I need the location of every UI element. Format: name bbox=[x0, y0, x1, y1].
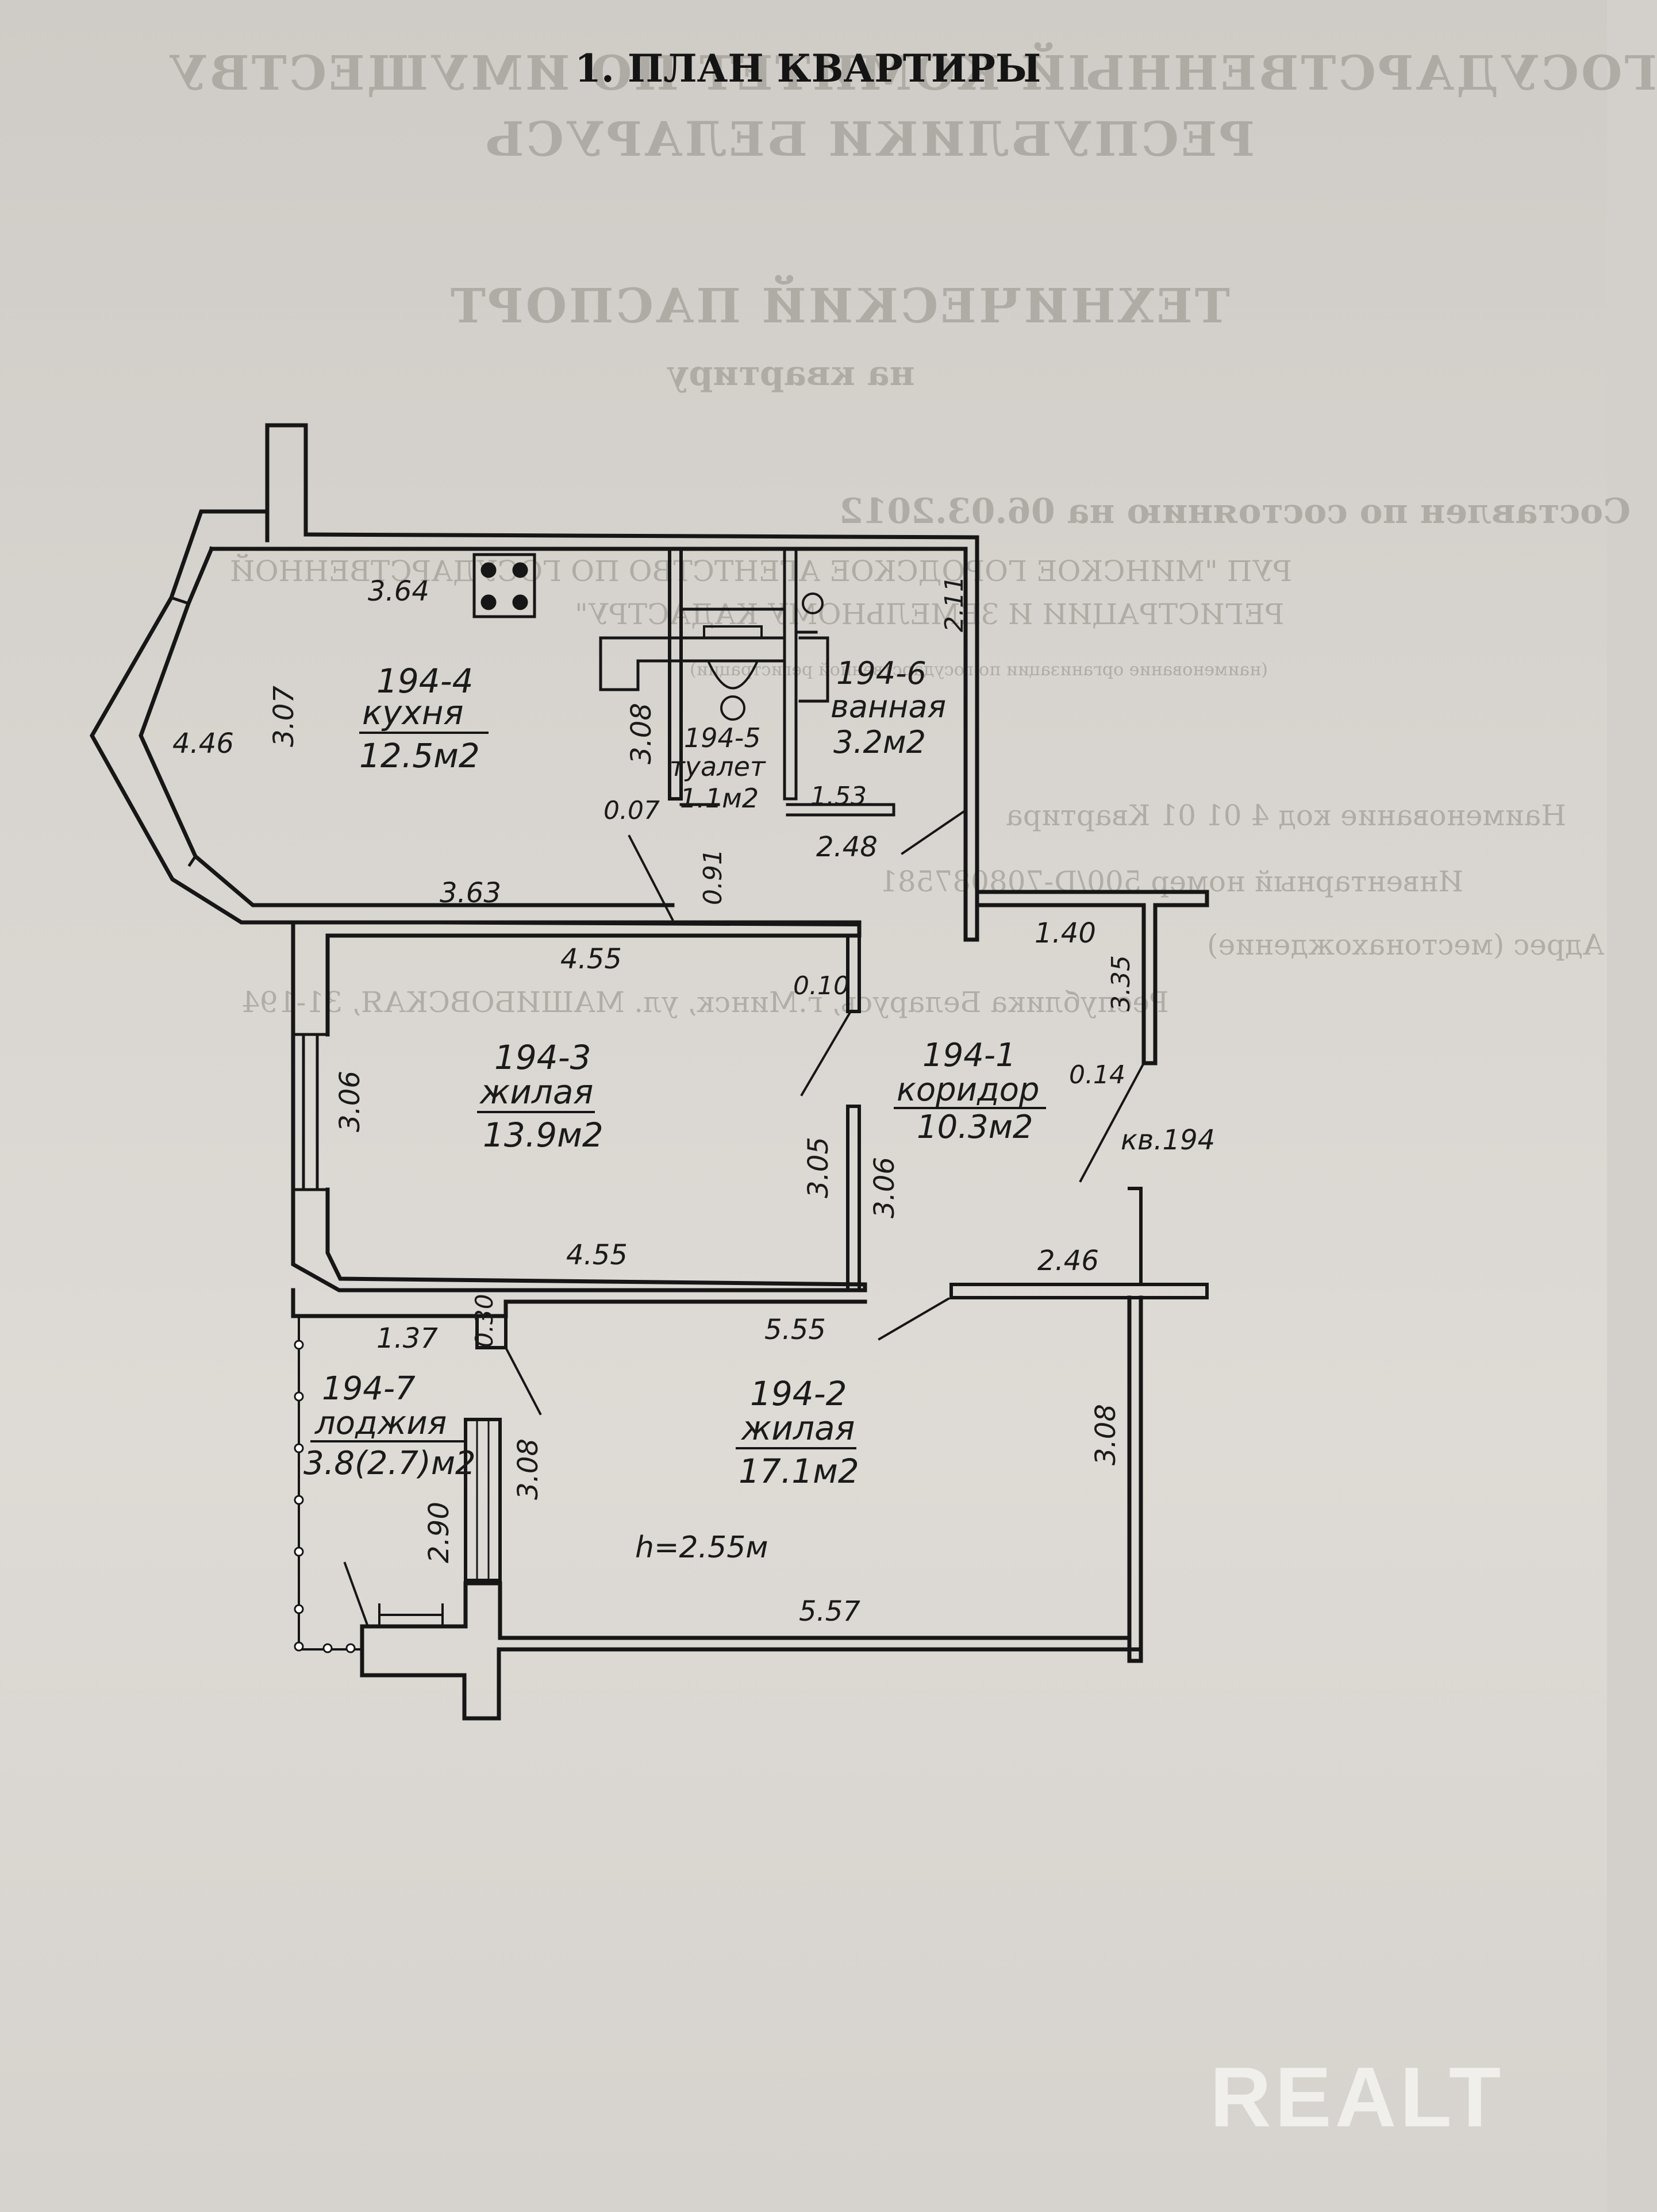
dim-wc-height: 3.08 bbox=[625, 703, 658, 764]
room-194-5-type: туалет bbox=[670, 751, 766, 782]
room-194-7-type: лоджия bbox=[314, 1405, 447, 1442]
wc-toilet-tank bbox=[703, 625, 763, 639]
room-194-6-area: 3.2м2 bbox=[833, 724, 926, 760]
wall-bath-right bbox=[963, 535, 979, 942]
dimension-labels: 3.64 4.46 3.07 3.63 3.08 0.07 0.91 2.11 … bbox=[172, 575, 1136, 1628]
apartment-number: кв.194 bbox=[1121, 1124, 1215, 1156]
room-194-4-area: 12.5м2 bbox=[359, 736, 480, 775]
loggia-door-swing bbox=[343, 1561, 370, 1628]
dim-kitchen-left: 4.46 bbox=[172, 728, 234, 760]
room-194-5-area: 1.1м2 bbox=[680, 783, 759, 814]
ceiling-height: h=2.55м bbox=[635, 1530, 768, 1565]
wall-room2-top-left bbox=[291, 1288, 867, 1318]
wall-room2-top-right bbox=[949, 1283, 1209, 1299]
room-194-1-area: 10.3м2 bbox=[917, 1109, 1033, 1146]
page-title: 1. ПЛАН КВАРТИРЫ bbox=[575, 46, 1041, 91]
wall-wc-bottom bbox=[679, 803, 895, 817]
dim-loggia-width: 1.37 bbox=[376, 1322, 438, 1355]
room-194-2-id: 194-2 bbox=[750, 1374, 847, 1413]
door-bath-swing bbox=[901, 809, 967, 855]
dim-room2-top: 5.55 bbox=[764, 1314, 826, 1346]
loggia-glazing-dots bbox=[294, 1340, 356, 1653]
wall-bay-inner bbox=[139, 546, 675, 907]
room-194-3-type: жилая bbox=[479, 1072, 593, 1111]
loggia-glazing bbox=[298, 1318, 363, 1651]
room-194-7-id: 194-7 bbox=[322, 1370, 416, 1407]
dim-kitchen-bottom: 3.63 bbox=[440, 877, 501, 909]
dim-kitchen-top: 3.64 bbox=[368, 575, 429, 607]
dim-bath-width: 1.53 bbox=[810, 782, 867, 811]
bath-sink bbox=[802, 593, 824, 614]
wall-room2-right bbox=[1127, 1295, 1143, 1663]
dim-room3-right: 3.05 bbox=[802, 1137, 835, 1198]
room-194-2-area: 17.1м2 bbox=[739, 1452, 859, 1491]
dim-door-091: 0.91 bbox=[698, 849, 728, 905]
door-entry-swing bbox=[1079, 1061, 1145, 1183]
wall-room3-top-stub bbox=[846, 934, 861, 1013]
room-194-6-id: 194-6 bbox=[836, 655, 926, 691]
kitchen-stove bbox=[472, 553, 536, 618]
realt-watermark: REALT bbox=[1210, 2050, 1505, 2145]
wall-room2-bottom bbox=[498, 1636, 1143, 1663]
room-194-4-id: 194-4 bbox=[376, 661, 474, 701]
wc-toilet-bowl bbox=[706, 659, 759, 690]
dim-room2-bottom: 5.57 bbox=[799, 1595, 860, 1628]
room-194-3-area: 13.9м2 bbox=[483, 1115, 603, 1155]
bath-tub bbox=[798, 636, 829, 703]
wall-wc-left bbox=[668, 547, 683, 801]
wall-wc-bath bbox=[783, 547, 798, 801]
wall-corridor-top bbox=[975, 890, 1209, 1065]
wall-loggia-bottom bbox=[360, 1581, 502, 1721]
room-194-5-id: 194-5 bbox=[684, 722, 761, 753]
dim-room2-right: 3.08 bbox=[1090, 1404, 1122, 1465]
door-loggia-swing bbox=[504, 1346, 542, 1415]
wall-bay-outer bbox=[89, 509, 301, 925]
door-kitchen-swing bbox=[628, 834, 674, 921]
dim-room3-bottom: 4.55 bbox=[566, 1239, 628, 1271]
kitchen-sink-counter bbox=[599, 636, 786, 691]
floor-plan: 194-4 кухня 12.5м2 194-5 туалет 1.1м2 19… bbox=[89, 423, 1215, 1721]
door-room3-swing bbox=[800, 1010, 852, 1097]
wall-loggia-mid bbox=[464, 1418, 502, 1582]
wall-loggia-mid-inner bbox=[476, 1418, 490, 1582]
bay-window-upper bbox=[169, 595, 191, 606]
dim-room3-010: 0.10 bbox=[793, 971, 849, 1001]
room-194-3-id: 194-3 bbox=[494, 1038, 591, 1077]
wall-kitchen-room3-inner bbox=[251, 921, 861, 927]
dim-room3-top: 4.55 bbox=[560, 943, 622, 975]
wall-room3-left-lower bbox=[291, 1187, 867, 1292]
dim-room2-left: 3.08 bbox=[512, 1438, 544, 1500]
room3-window bbox=[291, 1033, 329, 1191]
dim-room3-left: 3.06 bbox=[334, 1071, 366, 1132]
dim-loggia-290: 2.90 bbox=[423, 1502, 455, 1563]
dim-corr-335: 3.35 bbox=[1106, 955, 1136, 1011]
dim-corr-140: 1.40 bbox=[1035, 917, 1096, 949]
dim-wall-007: 0.07 bbox=[603, 796, 660, 825]
room-labels: 194-4 кухня 12.5м2 194-5 туалет 1.1м2 19… bbox=[303, 655, 1215, 1565]
dim-corr-306: 3.06 bbox=[868, 1157, 901, 1218]
room-194-6-type: ванная bbox=[831, 688, 946, 725]
dim-loggia-030: 0.30 bbox=[470, 1294, 498, 1348]
bay-window-lower bbox=[187, 854, 198, 867]
room-194-7-area: 3.8(2.7)м2 bbox=[303, 1445, 476, 1482]
wall-room2-right-pillar bbox=[1128, 1187, 1143, 1286]
room-194-4-type: кухня bbox=[362, 693, 464, 732]
dim-kitchen-depth: 3.07 bbox=[268, 686, 300, 747]
dim-corr-246: 2.46 bbox=[1037, 1245, 1099, 1277]
dim-bath-side: 2.11 bbox=[940, 576, 969, 632]
wall-column-top bbox=[265, 423, 308, 543]
room-194-2-type: жилая bbox=[740, 1409, 855, 1448]
room-194-1-type: коридор bbox=[897, 1071, 1040, 1109]
door-room2-swing bbox=[878, 1297, 950, 1341]
wall-kitchen-room3 bbox=[297, 920, 862, 1037]
dim-corr-248: 2.48 bbox=[816, 831, 878, 863]
wall-room3-right bbox=[846, 1105, 861, 1292]
wc-toilet-seat bbox=[720, 695, 745, 721]
loggia-radiator bbox=[378, 1603, 444, 1626]
dim-corr-014: 0.14 bbox=[1069, 1060, 1125, 1090]
wall-kitchen-top-outer bbox=[303, 532, 979, 540]
room-194-1-id: 194-1 bbox=[922, 1037, 1016, 1074]
